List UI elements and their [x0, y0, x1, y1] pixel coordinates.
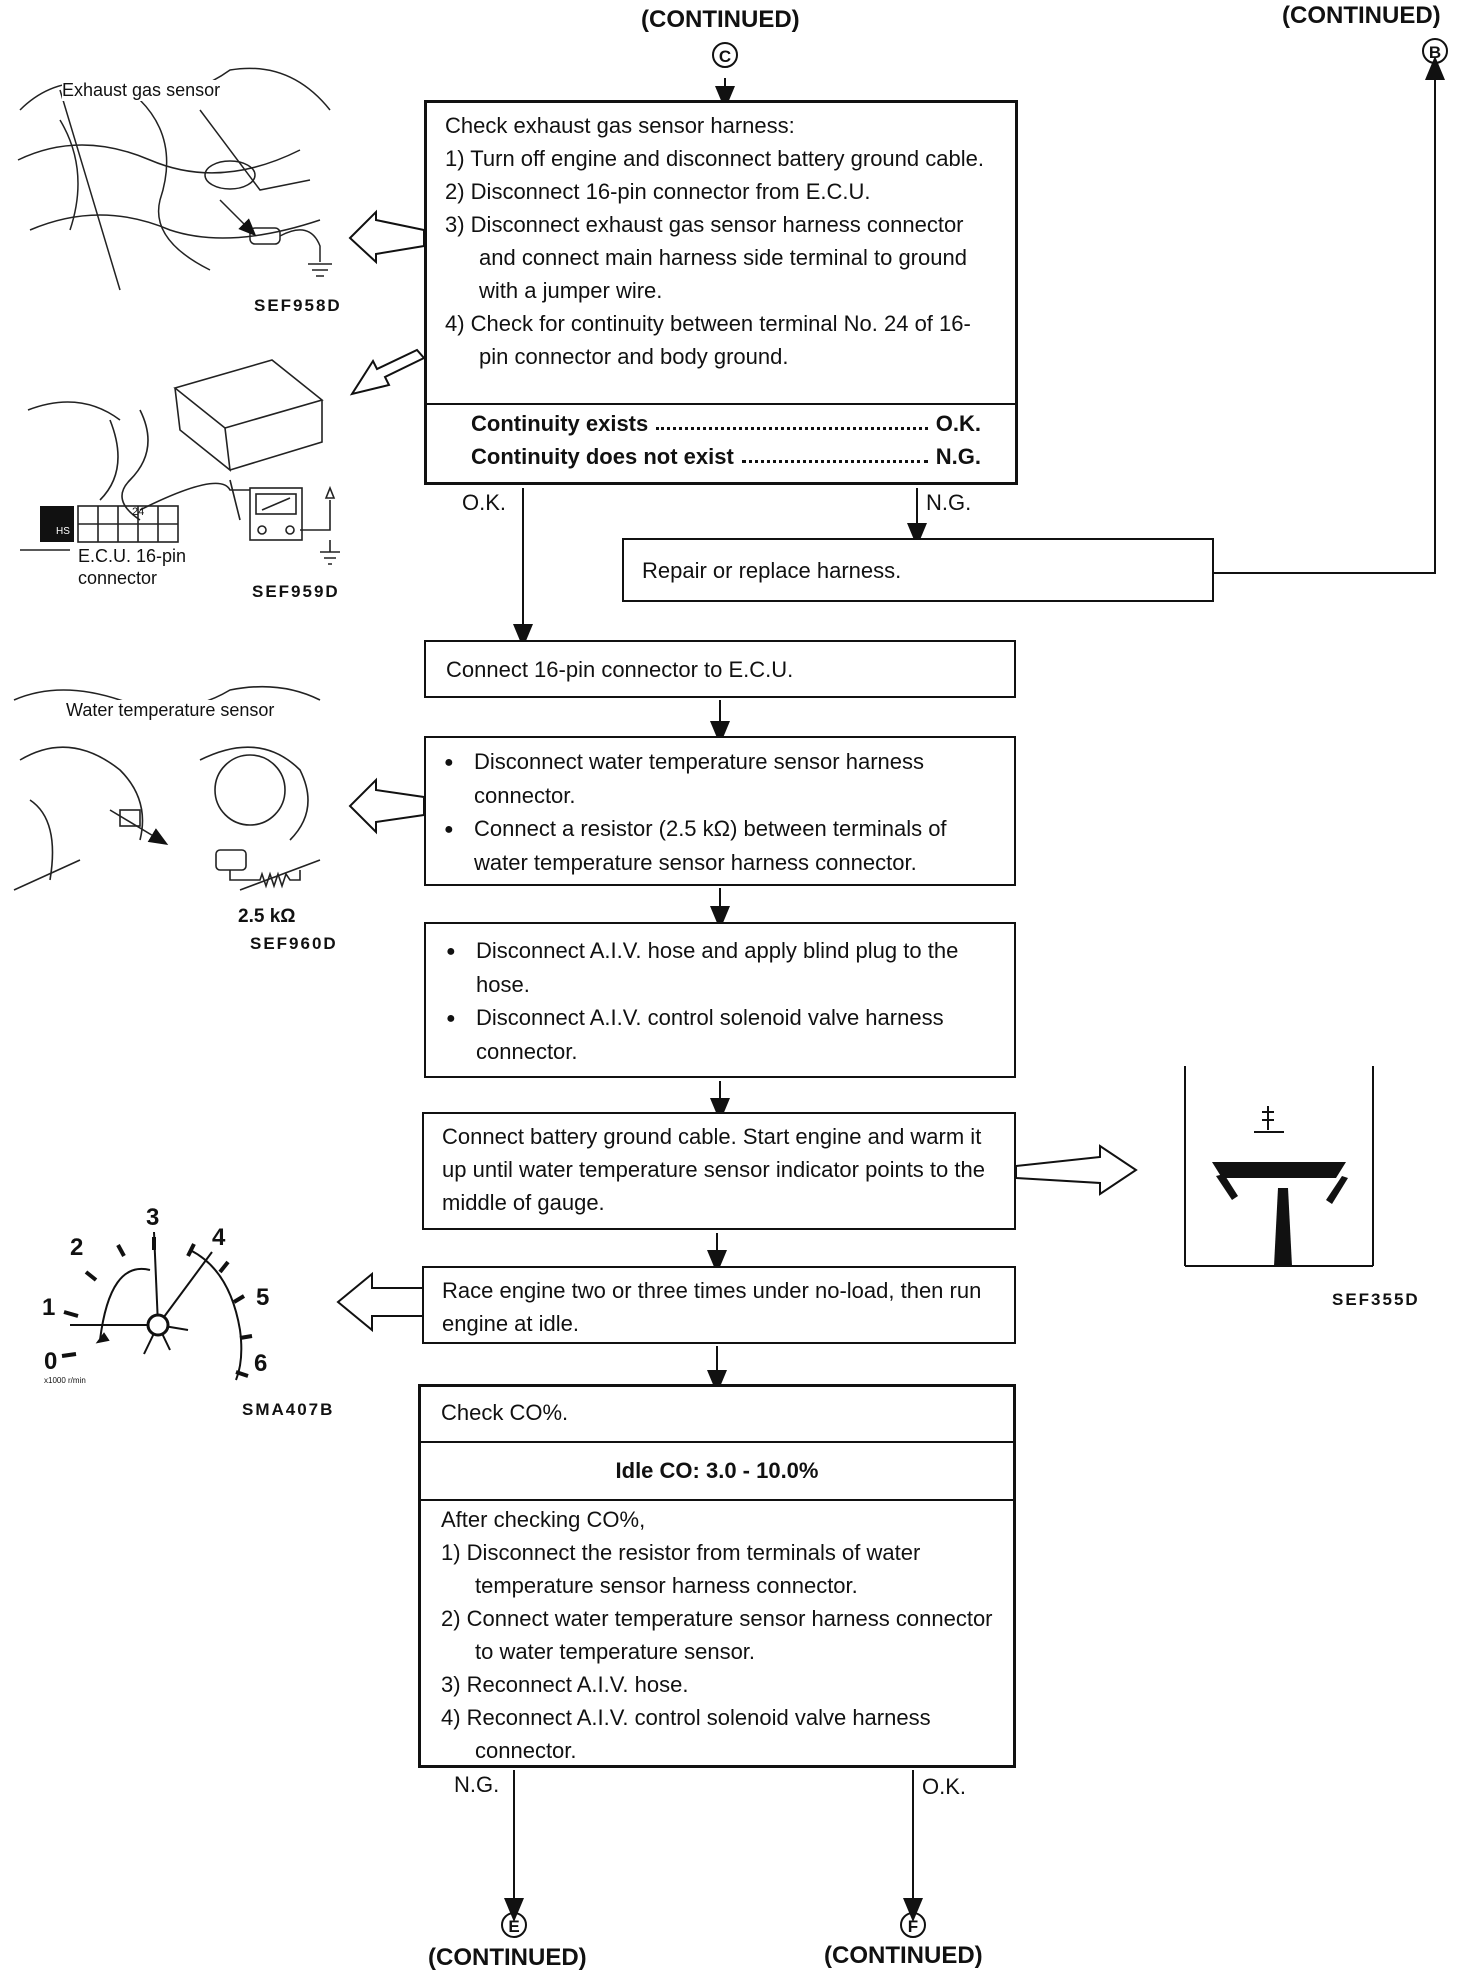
tach-tick-1: 1	[42, 1294, 56, 1321]
connect-ecu-box: Connect 16-pin connector to E.C.U.	[424, 640, 1016, 698]
water-temp-sensor-label: Water temperature sensor	[66, 700, 275, 721]
tach-tick-4: 4	[212, 1224, 226, 1251]
connector-marker-e: E	[501, 1912, 527, 1938]
check-harness-step: 4) Check for continuity between terminal…	[445, 311, 971, 369]
figure-code-sef355d: SEF355D	[1332, 1290, 1420, 1309]
connector-marker-b: B	[1422, 38, 1448, 64]
after-step: 4) Reconnect A.I.V. control solenoid val…	[441, 1705, 931, 1763]
repair-harness-box: Repair or replace harness.	[622, 538, 1214, 602]
tach-tick-6: 6	[254, 1350, 268, 1377]
branch-ok-label: O.K.	[462, 490, 507, 515]
check-harness-title: Check exhaust gas sensor harness:	[445, 113, 795, 138]
tach-tick-3: 3	[146, 1204, 160, 1231]
check-harness-steps: 1) Turn off engine and disconnect batter…	[445, 142, 997, 373]
check-harness-step: 1) Turn off engine and disconnect batter…	[445, 146, 984, 171]
after-checking-steps: 1) Disconnect the resistor from terminal…	[441, 1536, 993, 1767]
warm-up-engine-box: Connect battery ground cable. Start engi…	[422, 1112, 1016, 1230]
disconnect-water-sensor-box: Disconnect water temperature sensor harn…	[424, 736, 1016, 886]
branch2-ok-label: O.K.	[922, 1774, 967, 1799]
aiv-step-1: Disconnect A.I.V. hose and apply blind p…	[442, 934, 1000, 1001]
water-step-1: Disconnect water temperature sensor harn…	[440, 745, 1000, 812]
continued-footer-f: (CONTINUED)	[824, 1942, 983, 1969]
ecu-connector-label: E.C.U. 16-pin connector	[78, 546, 187, 588]
check-co-title: Check CO%.	[421, 1387, 1013, 1443]
resistor-value-label: 2.5 kΩ	[238, 906, 296, 927]
hs-label: HS	[56, 526, 70, 537]
after-checking-text: After checking CO%,	[441, 1507, 646, 1532]
branch2-ng-label: N.G.	[454, 1772, 500, 1797]
after-step: 1) Disconnect the resistor from terminal…	[441, 1540, 921, 1598]
tach-tick-5: 5	[256, 1284, 270, 1311]
tach-tick-2: 2	[70, 1234, 84, 1261]
connector-marker-c: C	[712, 42, 738, 68]
figure-code-sef959d: SEF959D	[252, 582, 340, 601]
pin-24-label: 24	[132, 506, 145, 518]
tach-tick-0: 0	[44, 1348, 58, 1375]
figure-code-sef958d: SEF958D	[254, 296, 342, 315]
idle-co-spec: Idle CO: 3.0 - 10.0%	[421, 1443, 1013, 1501]
after-step: 3) Reconnect A.I.V. hose.	[441, 1672, 689, 1697]
connector-marker-f: F	[900, 1912, 926, 1938]
race-engine-box: Race engine two or three times under no-…	[422, 1266, 1016, 1344]
disconnect-aiv-box: Disconnect A.I.V. hose and apply blind p…	[424, 922, 1016, 1078]
figure-code-sef960d: SEF960D	[250, 934, 338, 953]
exhaust-gas-sensor-label: Exhaust gas sensor	[62, 80, 221, 101]
check-harness-step: 3) Disconnect exhaust gas sensor harness…	[445, 212, 967, 303]
check-co-box: Check CO%. Idle CO: 3.0 - 10.0% After ch…	[418, 1384, 1016, 1768]
continued-header-c: (CONTINUED)	[641, 6, 800, 33]
continued-header-b: (CONTINUED)	[1282, 2, 1441, 29]
water-step-2: Connect a resistor (2.5 kΩ) between term…	[440, 812, 1000, 879]
aiv-step-2: Disconnect A.I.V. control solenoid valve…	[442, 1001, 1000, 1068]
check-harness-box: Check exhaust gas sensor harness: 1) Tur…	[424, 100, 1018, 485]
continued-footer-e: (CONTINUED)	[428, 1944, 587, 1971]
tach-unit-label: x1000 r/min	[44, 1376, 86, 1385]
check-harness-step: 2) Disconnect 16-pin connector from E.C.…	[445, 179, 871, 204]
branch-ng-label: N.G.	[926, 490, 972, 515]
after-step: 2) Connect water temperature sensor harn…	[441, 1606, 993, 1664]
figure-code-sma407b: SMA407B	[242, 1400, 335, 1419]
